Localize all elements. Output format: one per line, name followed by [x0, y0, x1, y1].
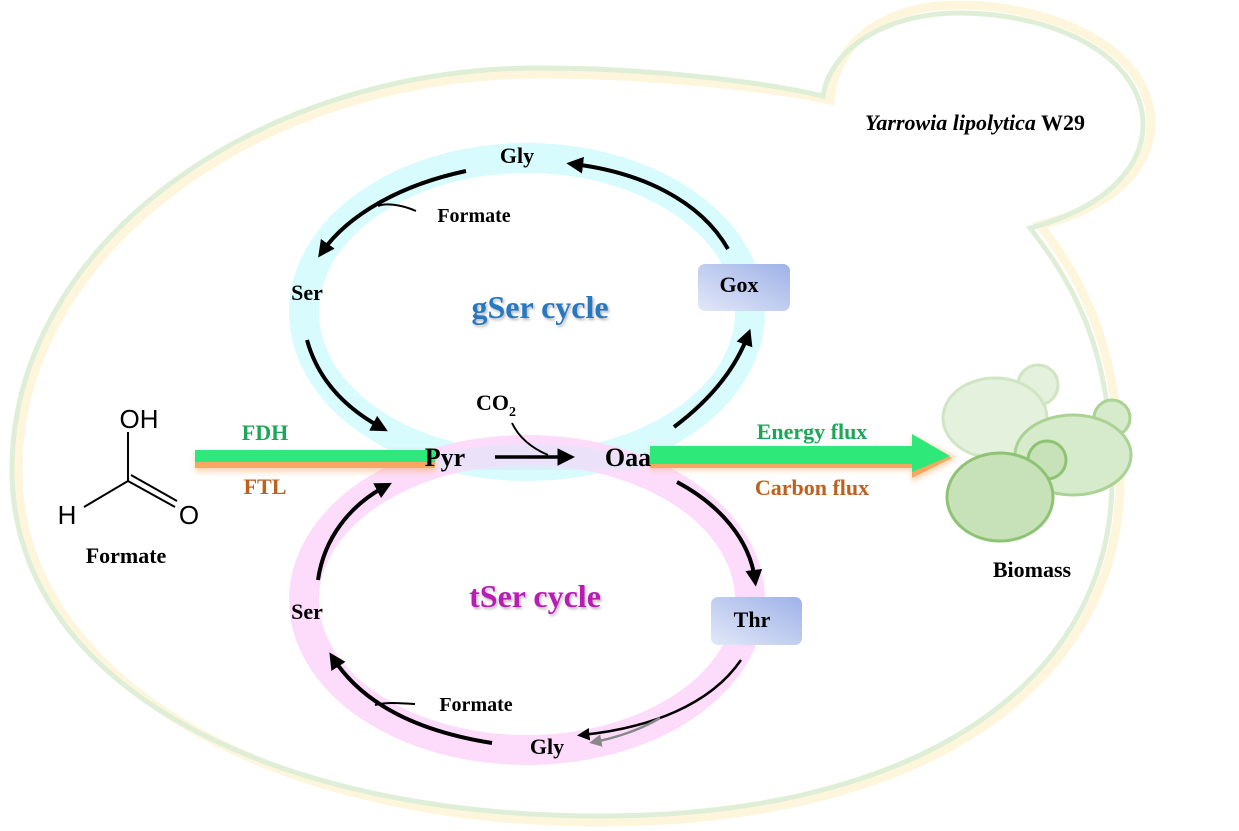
- thr-label: Thr: [734, 607, 771, 632]
- carbon-flux-label: Carbon flux: [755, 475, 869, 500]
- biomass-yeast-cells-icon: [941, 363, 1133, 543]
- co2-input-arrow: [511, 422, 549, 456]
- gser-gox-to-gly-arrow: [566, 156, 730, 250]
- input-flux-bar: [195, 450, 435, 472]
- co2-label: CO2: [476, 390, 516, 420]
- oaa-node: Oaa: [605, 443, 651, 472]
- tser-gly-to-ser-arrow: [329, 652, 493, 745]
- tser-formate-label: Formate: [439, 694, 512, 716]
- gser-oaa-to-gox-arrow: [672, 328, 753, 429]
- gser-formate-label: Formate: [437, 205, 510, 227]
- tser-thr-to-gly-arrow: [577, 659, 743, 741]
- yeast-cell-front: [945, 439, 1068, 543]
- output-flux-arrow: [650, 434, 958, 482]
- ftl-enzyme-label: FTL: [244, 474, 287, 499]
- tser-ser-to-pyr-arrow: [316, 482, 392, 581]
- organism-label: Yarrowia lipolytica W29: [865, 110, 1085, 135]
- gser-gly-node: Gly: [500, 143, 534, 168]
- tser-formate-join: [374, 702, 416, 706]
- gox-label: Gox: [719, 272, 758, 297]
- thr-box: Thr: [711, 597, 802, 645]
- biomass-label: Biomass: [993, 557, 1072, 582]
- atom-oh: OH: [120, 404, 159, 434]
- gser-cycle-title: gSer cycle: [471, 289, 608, 325]
- gser-ser-node: Ser: [291, 280, 323, 305]
- pyr-node: Pyr: [425, 443, 465, 472]
- energy-flux-label: Energy flux: [757, 419, 868, 444]
- cell-membrane: [9, 0, 1156, 827]
- gser-ser-to-pyr-arrow: [305, 339, 388, 432]
- tser-cycle-title: tSer cycle: [469, 578, 601, 614]
- atom-h: H: [58, 500, 77, 530]
- tser-oaa-to-thr-arrow: [676, 480, 763, 587]
- formate-substrate-label: Formate: [86, 543, 167, 568]
- gser-formate-join: [377, 203, 417, 212]
- tser-ser-node: Ser: [291, 599, 323, 624]
- atom-o: O: [179, 500, 199, 530]
- tser-side-grey-arrow: [589, 716, 661, 747]
- fdh-enzyme-label: FDH: [242, 420, 288, 445]
- formate-structure: OH H O: [58, 404, 200, 530]
- gser-gly-to-ser-arrow: [318, 169, 467, 258]
- gox-box: Gox: [698, 264, 790, 311]
- tser-gly-node: Gly: [530, 734, 564, 759]
